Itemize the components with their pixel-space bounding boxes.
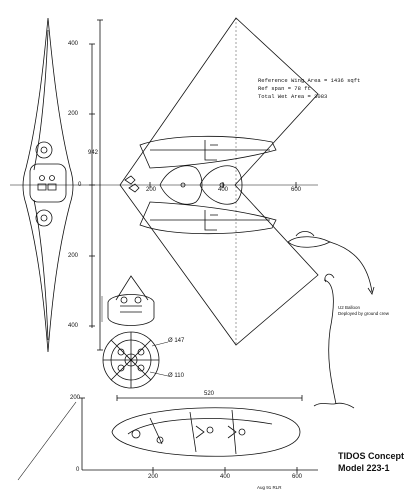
span-dimension-label: 942 xyxy=(88,150,99,156)
planform-axis-tick-label: 400 xyxy=(218,187,229,193)
front-view-tick-label: 200 xyxy=(68,111,79,117)
side-view-x-tick-label: 200 xyxy=(148,474,159,480)
pod-end-section xyxy=(102,331,169,389)
pod-side-section xyxy=(101,275,155,326)
pod-inner-diameter-label: Ø 110 xyxy=(168,373,184,379)
front-view-tick-label: 400 xyxy=(68,323,79,329)
front-view-pod-top xyxy=(35,141,53,159)
side-view-baseline-diagonal xyxy=(17,401,77,481)
planform-axis-tick-label: 200 xyxy=(146,187,157,193)
planform-outline xyxy=(119,17,319,346)
total-wet-area-note: Total Wet Area = 3083 xyxy=(258,93,328,100)
side-view-length-label: 520 xyxy=(204,391,215,397)
reference-span-note: Ref span = 78 ft xyxy=(258,85,311,92)
front-view-pod-bottom xyxy=(35,209,53,227)
balloon-drawing xyxy=(287,231,375,409)
side-view-x-tick-label: 600 xyxy=(292,474,303,480)
front-view-tick-label: 0 xyxy=(78,182,82,188)
planform-center-body xyxy=(124,165,243,205)
front-view-scale-axis xyxy=(89,43,95,328)
side-view-axes xyxy=(79,397,318,473)
reference-wing-area-note: Reference Wing Area = 1436 sqft xyxy=(258,77,361,84)
planform-lower-pod xyxy=(139,201,277,235)
side-view-fuselage xyxy=(111,407,301,457)
drawing-title-line1: TIDOS Concept xyxy=(338,451,405,461)
front-view-tick-label: 400 xyxy=(68,41,79,47)
balloon-sublabel: Deployed by ground crew xyxy=(338,311,390,316)
planform-upper-pod xyxy=(139,135,277,169)
drawing-date-mark: Aug 91 RLR xyxy=(257,485,282,490)
side-view-y-tick-label: 200 xyxy=(70,395,81,401)
planform-axis-ticks xyxy=(149,182,297,188)
side-view-y-tick-label: 0 xyxy=(76,467,80,473)
side-view-length-dimension xyxy=(116,395,303,401)
balloon-label: U2 Balloon xyxy=(338,305,361,310)
pod-outer-diameter-label: Ø 147 xyxy=(168,338,185,344)
front-view-crew-figures xyxy=(37,175,57,191)
side-view-x-tick-label: 400 xyxy=(220,474,231,480)
front-view-wing xyxy=(22,17,74,353)
planform-axis-tick-label: 600 xyxy=(291,187,302,193)
front-view-tick-label: 200 xyxy=(68,253,79,259)
drawing-title-line2: Model 223-1 xyxy=(338,463,390,473)
